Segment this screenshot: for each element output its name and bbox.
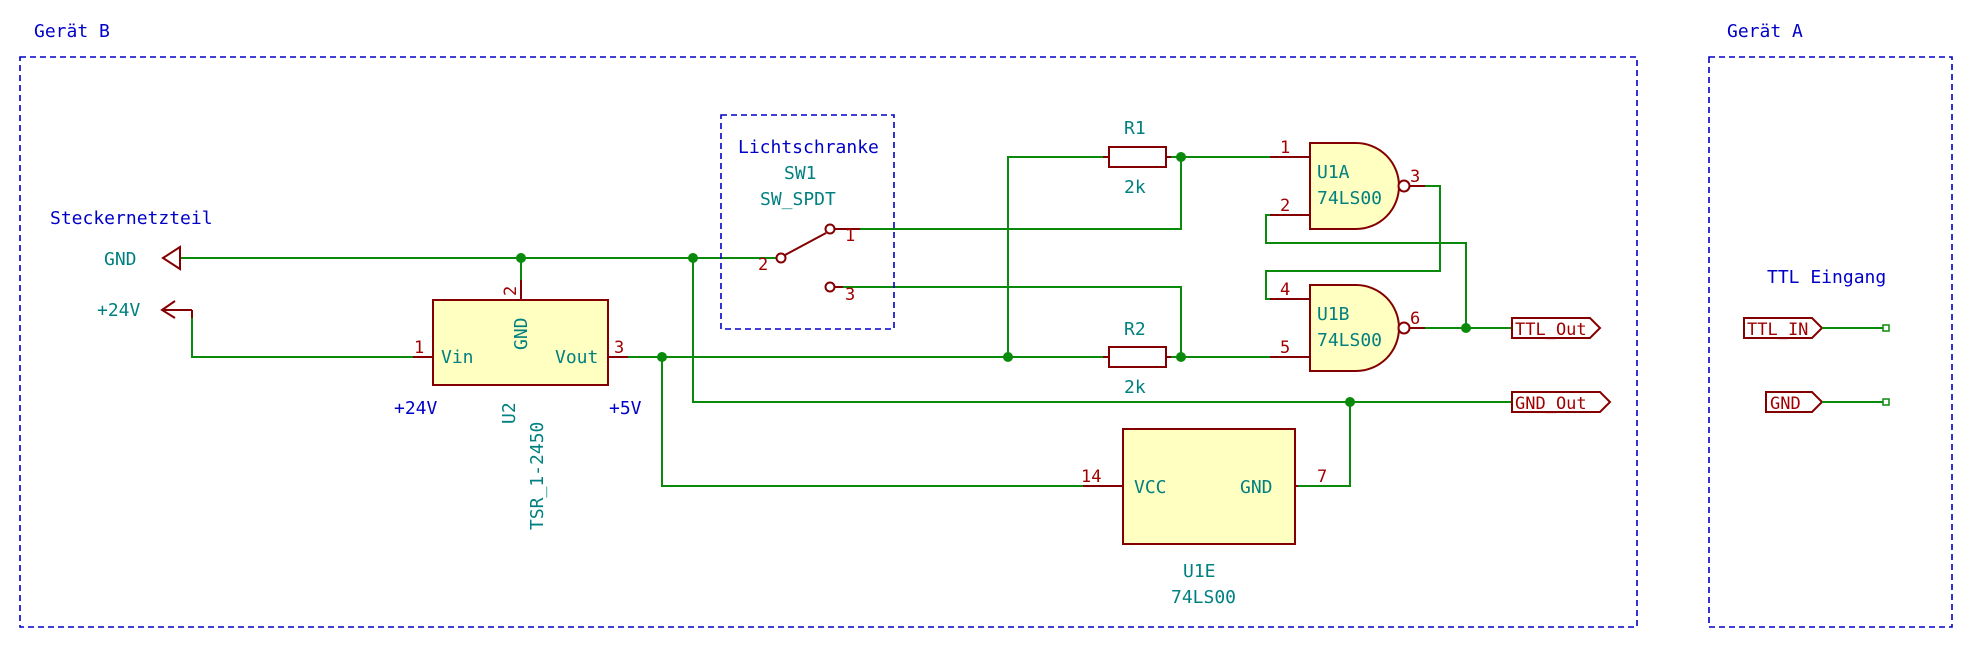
gnd-in-label: GND: [1770, 394, 1801, 414]
wires: [180, 156, 1512, 487]
wire-sw-pin3: [843, 286, 1182, 357]
gnd-out-port: [1511, 391, 1612, 413]
wire-u1e-vcc: [661, 357, 1083, 487]
u1b-value: 74LS00: [1317, 330, 1382, 351]
u2-pin-vout-name: Vout: [555, 347, 598, 368]
ttl-in-port: [1743, 317, 1890, 339]
switch-pin3-number: 3: [845, 285, 855, 305]
u2-pin2-number: 2: [501, 286, 521, 296]
regulator-u2: [413, 280, 628, 386]
u1a-pin2-number: 2: [1280, 196, 1290, 216]
ttl-out-port: [1511, 317, 1602, 339]
u1e-pin7-number: 7: [1317, 467, 1327, 487]
u2-value: TSR_1-2450: [527, 422, 548, 530]
u1a-ref: U1A: [1317, 162, 1350, 183]
junction-ttl-out: [1461, 323, 1471, 333]
u2-pin-vin-name: Vin: [441, 347, 474, 368]
device-b-label: Gerät B: [34, 21, 110, 42]
junctions: [516, 152, 1471, 407]
u1e-pin-vcc-name: VCC: [1134, 477, 1167, 498]
u1e-value: 74LS00: [1171, 587, 1236, 608]
junction-gnd-out: [1345, 397, 1355, 407]
u1b-pin4-number: 4: [1280, 280, 1290, 300]
junction-r2-out: [1176, 352, 1186, 362]
u1a-pin3-number: 3: [1410, 167, 1420, 187]
nand-gate-u1b: [1270, 284, 1425, 372]
r1-ref: R1: [1124, 118, 1146, 139]
u2-ref: U2: [499, 402, 520, 424]
resistor-r1: [1103, 146, 1171, 168]
nand-gate-u1a: [1270, 142, 1425, 230]
device-a-frame: [1708, 56, 1953, 628]
net-24v-label: +24V: [394, 398, 438, 419]
resistor-r2: [1103, 346, 1171, 368]
u1b-pin6-number: 6: [1410, 309, 1420, 329]
junction-r1-out: [1176, 152, 1186, 162]
gnd-in-port: [1765, 391, 1890, 413]
device-b-frame: [19, 56, 1638, 628]
switch-value: SW_SPDT: [760, 189, 836, 210]
u2-pin1-number: 1: [414, 338, 424, 358]
wire-24v: [191, 318, 413, 358]
u1e-pin14-number: 14: [1081, 467, 1101, 487]
wire-sw-pin1: [860, 157, 1182, 230]
switch-sw1: [775, 223, 860, 293]
wire-pullup-r1: [1007, 156, 1103, 357]
switch-pin2-number: 2: [758, 255, 768, 275]
power-unit-u1e: [1083, 428, 1298, 545]
r1-value: 2k: [1124, 177, 1146, 198]
r2-value: 2k: [1124, 377, 1146, 398]
switch-pin1-number: 1: [845, 226, 855, 246]
switch-ref: SW1: [784, 163, 817, 184]
u2-pin3-number: 3: [614, 338, 624, 358]
junction-5v-u1e: [657, 352, 667, 362]
v24-symbol-label: +24V: [97, 300, 141, 321]
ttl-input-title: TTL Eingang: [1767, 267, 1886, 288]
u1b-ref: U1B: [1317, 304, 1350, 325]
gnd-out-label: GND_Out: [1515, 394, 1587, 414]
junction-gnd-u2: [516, 253, 526, 263]
junction-5v-r1: [1003, 352, 1013, 362]
supply-label: Steckernetzteil: [50, 208, 213, 229]
u1a-pin1-number: 1: [1280, 138, 1290, 158]
u2-pin-gnd-name: GND: [511, 317, 532, 350]
v24-power-symbol: [160, 300, 193, 319]
ttl-in-label: TTL_IN: [1747, 320, 1808, 340]
r2-ref: R2: [1124, 319, 1146, 340]
gnd-symbol-label: GND: [104, 249, 137, 270]
wire-gnd-out: [692, 258, 1512, 403]
u1b-pin5-number: 5: [1280, 338, 1290, 358]
wire-qbar-feedback: [1265, 185, 1441, 300]
gnd-power-symbol: [161, 245, 181, 271]
u1e-pin-gnd-name: GND: [1240, 477, 1273, 498]
switch-group-label: Lichtschranke: [738, 137, 879, 158]
u1a-value: 74LS00: [1317, 188, 1382, 209]
junction-gnd-sw: [688, 253, 698, 263]
net-5v-label: +5V: [609, 398, 642, 419]
wire-u1e-gnd: [1298, 402, 1351, 487]
device-a-label: Gerät A: [1727, 21, 1803, 42]
ttl-out-label: TTL_Out: [1515, 320, 1587, 340]
u1e-ref: U1E: [1183, 561, 1216, 582]
switch-group-frame: [720, 114, 895, 330]
